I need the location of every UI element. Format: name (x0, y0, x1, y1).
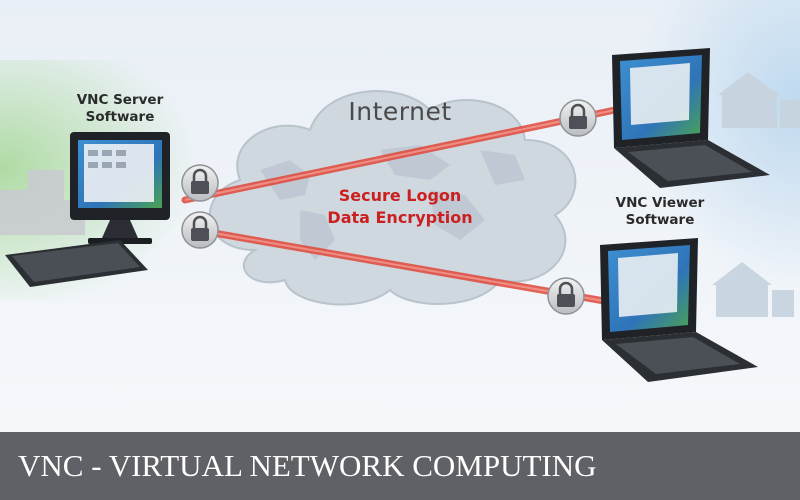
footer-title: VNC - VIRTUAL NETWORK COMPUTING (18, 448, 597, 483)
laptop-computer (600, 238, 758, 382)
viewer-label-line2: Software (625, 211, 695, 228)
house-icon (718, 72, 800, 128)
network-diagram (0, 0, 800, 432)
secure-links (181, 106, 619, 306)
laptop-computer (612, 48, 770, 188)
internet-label: Internet (348, 97, 452, 126)
secure-label: Secure Logon Data Encryption (270, 185, 530, 228)
viewer-label: VNC Viewer Software (585, 195, 735, 229)
padlock-icon (559, 99, 597, 137)
house-icon (712, 262, 794, 317)
viewer-label-line1: VNC Viewer (615, 195, 705, 211)
desktop-computer (5, 132, 170, 287)
padlock-icon (181, 164, 219, 202)
server-label-line1: VNC Server (76, 92, 164, 108)
padlock-icon (547, 277, 585, 315)
secure-label-line2: Data Encryption (327, 207, 473, 227)
padlock-icon (181, 211, 219, 249)
server-label: VNC Server Software (55, 92, 185, 126)
secure-label-line1: Secure Logon (338, 186, 462, 205)
footer-banner: VNC - VIRTUAL NETWORK COMPUTING (0, 432, 800, 500)
server-label-line2: Software (85, 108, 155, 125)
